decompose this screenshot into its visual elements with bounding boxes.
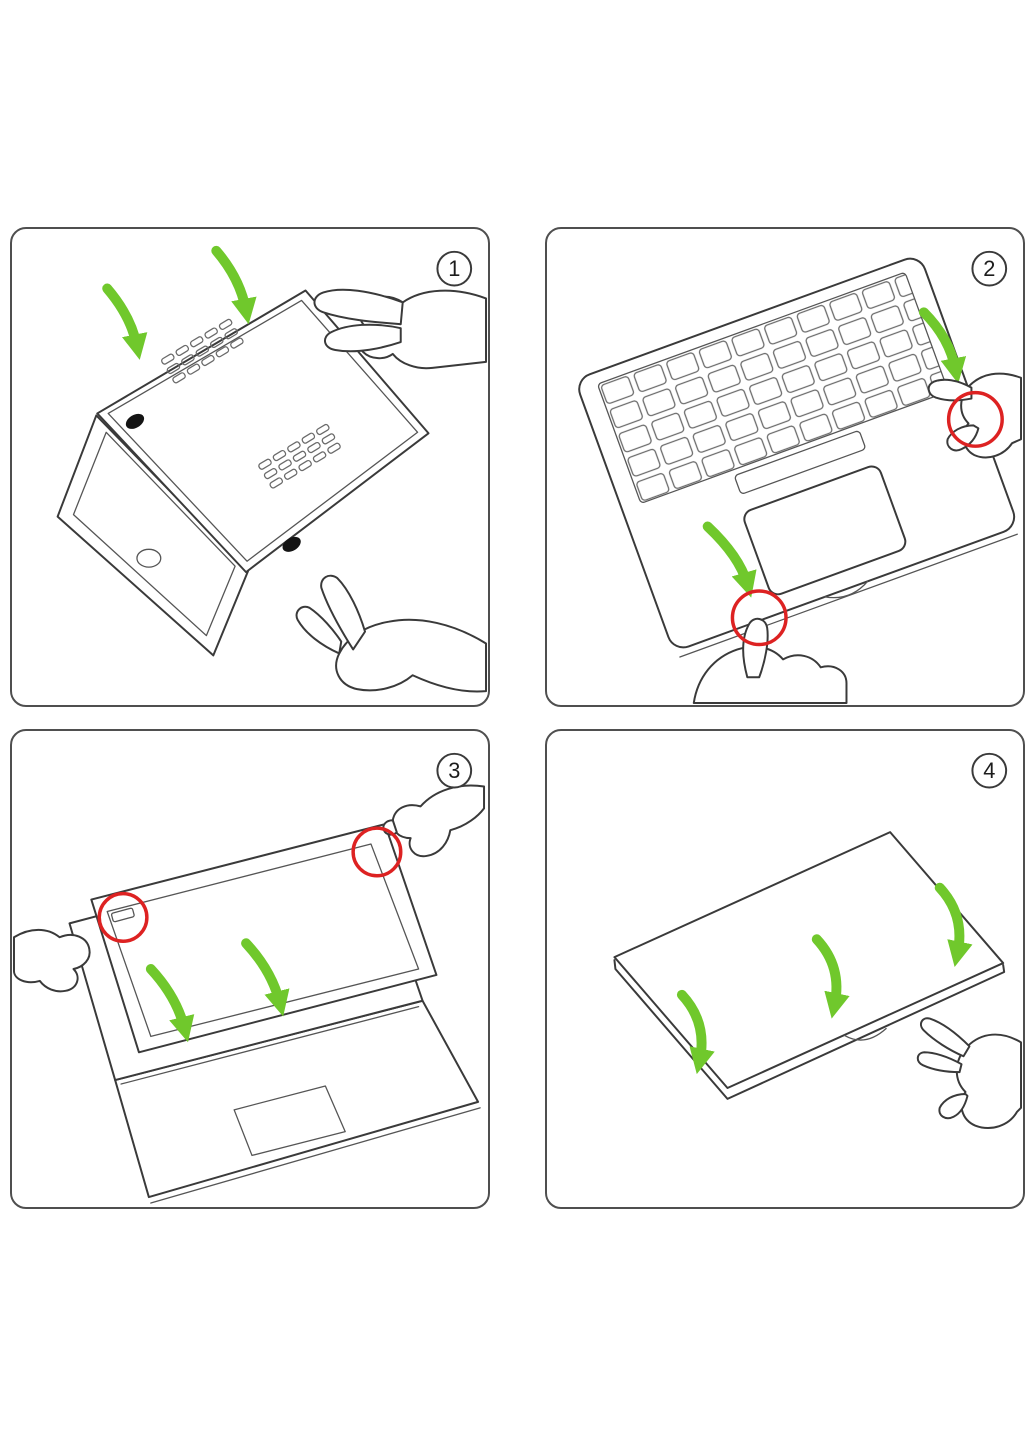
- step-3-illustration: 3: [12, 752, 486, 1204]
- step-number: 1: [448, 256, 460, 281]
- lid-notch: [843, 1027, 887, 1041]
- trackpad: [233, 1085, 346, 1157]
- closed-laptop-lid: [613, 831, 1006, 1100]
- lid-notch: [824, 580, 869, 599]
- case-thickness-edge: [613, 959, 1006, 1100]
- hand-icon: [12, 928, 91, 993]
- hand-icon: [927, 372, 1023, 459]
- red-highlight-circle: [351, 826, 403, 878]
- step-number: 2: [983, 256, 995, 281]
- keyboard: [597, 272, 949, 504]
- trackpad: [743, 465, 907, 596]
- green-arrow-icon: [702, 521, 757, 598]
- step-1-panel: 1: [10, 227, 490, 707]
- step-number: 4: [983, 758, 995, 783]
- green-arrow-icon: [145, 964, 195, 1043]
- green-arrow-icon: [918, 307, 967, 384]
- step-number-badge: 2: [971, 250, 1008, 287]
- step-1-illustration: 1: [56, 245, 488, 693]
- step-2-panel: 2: [545, 227, 1025, 707]
- laptop-top-case: [578, 257, 1018, 658]
- laptop-bottom-case: [96, 289, 430, 574]
- cover-sheet: [90, 823, 438, 1054]
- green-arrow-icon: [811, 934, 850, 1019]
- step-4-illustration: 4: [613, 752, 1023, 1129]
- step-number-badge: 4: [971, 752, 1008, 789]
- red-highlight-circle: [946, 390, 1004, 448]
- green-arrow-icon: [676, 989, 715, 1075]
- step-4-panel: 4: [545, 729, 1025, 1209]
- hand-icon: [295, 574, 488, 693]
- rubber-foot: [125, 413, 145, 429]
- hinge: [120, 1006, 420, 1085]
- hand-icon: [692, 617, 848, 705]
- green-arrow-icon: [102, 283, 148, 360]
- hand-icon: [916, 1017, 1023, 1129]
- clip-tab: [110, 907, 135, 923]
- rubber-foot: [282, 536, 301, 552]
- red-highlight-circle: [97, 891, 149, 943]
- step-2-illustration: 2: [578, 250, 1023, 705]
- spacebar: [734, 430, 866, 494]
- green-arrow-icon: [934, 882, 973, 968]
- step-number-badge: 3: [436, 752, 473, 789]
- green-arrow-icon: [211, 245, 257, 325]
- step-number-badge: 1: [436, 250, 473, 287]
- hand-icon: [313, 288, 488, 370]
- step-3-panel: 3: [10, 729, 490, 1209]
- red-highlight-circle: [730, 589, 788, 647]
- green-arrow-icon: [241, 938, 290, 1017]
- step-number: 3: [448, 758, 460, 783]
